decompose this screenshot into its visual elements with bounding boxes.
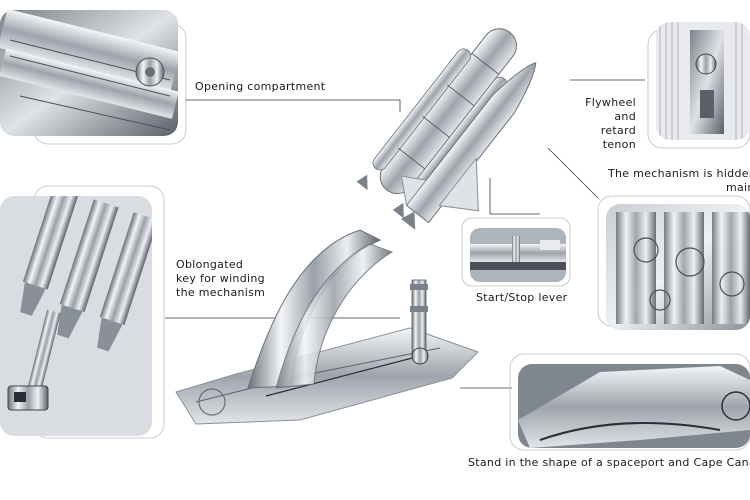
label-flywheel: Flywheel and retard tenon <box>578 96 636 152</box>
label-mechanism-hidden-cont: main <box>726 181 750 194</box>
label-opening-compartment: Opening compartment <box>195 80 326 93</box>
label-winding-key-line: key for winding <box>176 272 265 285</box>
label-flywheel-line: retard <box>600 124 636 137</box>
photo-winding-key <box>0 196 152 436</box>
photo-opening-compartment <box>0 10 178 136</box>
label-mechanism-hidden: The mechanism is hidden <box>608 167 750 180</box>
photo-stand <box>518 364 750 448</box>
label-winding-key-line: the mechanism <box>176 286 266 299</box>
label-winding-key-line: Oblongated <box>176 258 244 271</box>
photo-hidden-mechanism <box>606 204 750 330</box>
photo-flywheel <box>656 22 750 140</box>
model-arch-support <box>247 229 394 389</box>
label-flywheel-line: tenon <box>602 138 636 151</box>
label-flywheel-line: Flywheel <box>585 96 636 109</box>
model-launch-tower <box>410 279 429 365</box>
label-flywheel-line: and <box>614 110 636 123</box>
model-stand <box>175 327 479 425</box>
model-space-shuttle <box>356 28 537 230</box>
label-winding-key: Oblongated key for winding the mechanism <box>176 258 265 300</box>
photo-start-stop-lever <box>470 228 566 282</box>
label-start-stop-lever: Start/Stop lever <box>476 291 568 304</box>
label-stand: Stand in the shape of a spaceport and Ca… <box>468 456 750 469</box>
